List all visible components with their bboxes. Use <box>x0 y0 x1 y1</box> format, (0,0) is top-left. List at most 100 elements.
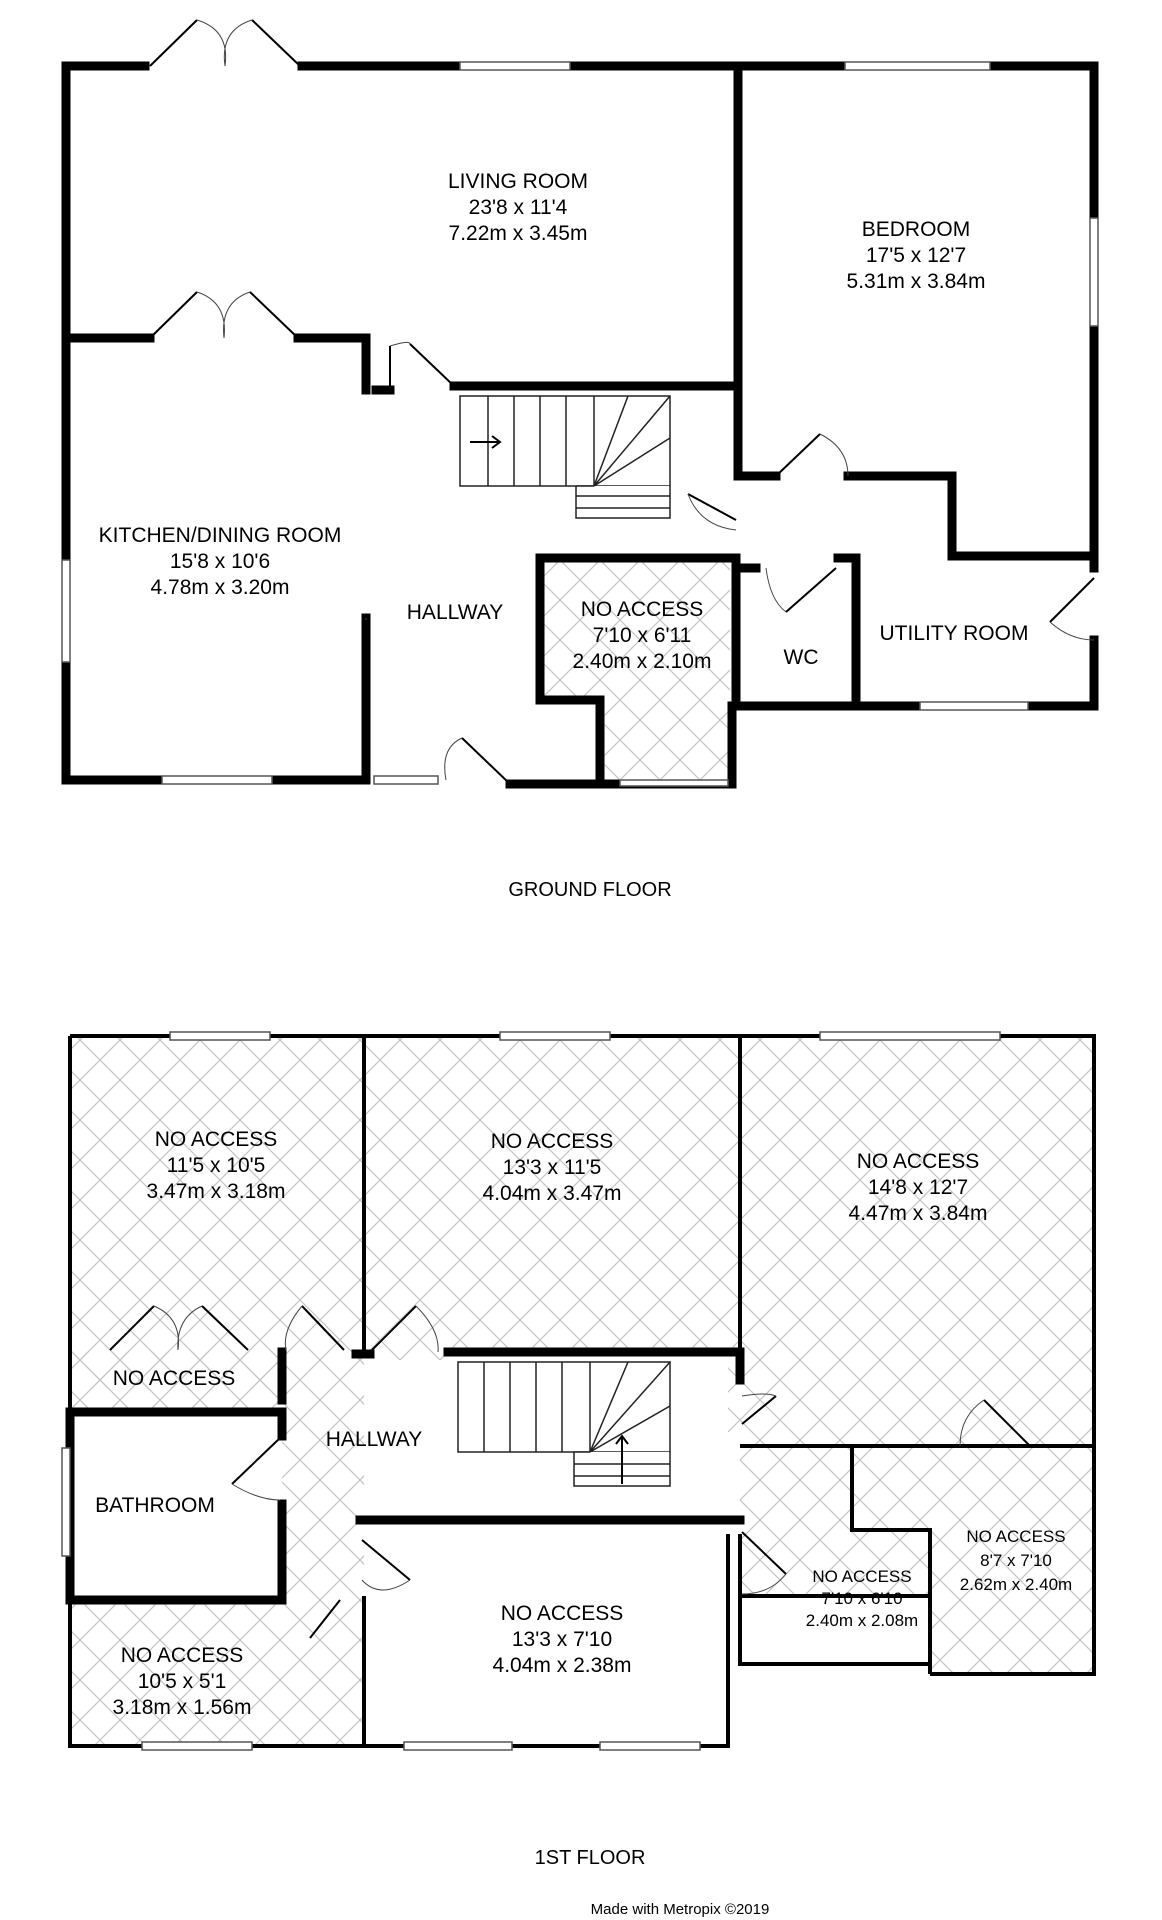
french-door <box>149 19 301 67</box>
bedroom-imperial: 17'5 x 12'7 <box>866 244 966 267</box>
door <box>687 493 737 521</box>
staircase <box>457 1361 671 1487</box>
door <box>983 1399 1031 1447</box>
window <box>61 559 71 663</box>
window <box>919 701 1029 711</box>
credit: Made with Metropix ©2019 <box>591 1901 770 1918</box>
na5-name: NO ACCESS <box>501 1602 624 1625</box>
staircase <box>459 395 671 519</box>
na1-imperial: 11'5 x 10'5 <box>167 1154 266 1177</box>
door-swing <box>389 341 411 347</box>
living-room-name: LIVING ROOM <box>448 170 588 193</box>
na2-imperial: 13'3 x 11'5 <box>503 1156 602 1179</box>
na5-imperial: 13'3 x 7'10 <box>512 1628 612 1651</box>
no-access-imperial: 7'10 x 6'11 <box>593 624 692 647</box>
first-floor: NO ACCESS 11'5 x 10'5 3.47m x 3.18m NO A… <box>61 1031 1096 1869</box>
na6-imperial: 7'10 x 6'10 <box>821 1589 902 1608</box>
door-swing <box>741 1393 777 1397</box>
window <box>1089 217 1099 327</box>
window <box>169 1031 271 1041</box>
na2-name: NO ACCESS <box>491 1130 614 1153</box>
window <box>61 1447 71 1557</box>
door <box>741 1395 777 1425</box>
door-swing <box>284 1305 439 1353</box>
door <box>741 1531 787 1575</box>
no-access-hatch <box>70 1036 1094 1746</box>
na-small-name: NO ACCESS <box>113 1367 236 1390</box>
door-swing <box>231 1483 281 1501</box>
door-swing <box>196 291 251 339</box>
door <box>389 343 455 390</box>
door <box>775 433 821 477</box>
wall <box>293 333 371 395</box>
wall <box>61 61 371 785</box>
na6-name: NO ACCESS <box>812 1567 911 1586</box>
door <box>231 1437 281 1485</box>
na5-metric: 4.04m x 2.38m <box>493 1654 632 1677</box>
na1-metric: 3.47m x 3.18m <box>147 1180 286 1203</box>
front-door <box>461 737 511 785</box>
door-swing <box>153 1305 203 1351</box>
door <box>1049 577 1095 623</box>
wall <box>843 471 1099 561</box>
ground-floor-label: GROUND FLOOR <box>508 879 671 901</box>
door-swing <box>196 19 253 67</box>
na4-metric: 3.18m x 1.56m <box>113 1696 252 1719</box>
na4-name: NO ACCESS <box>121 1644 244 1667</box>
no-access-name: NO ACCESS <box>581 598 704 621</box>
window <box>619 779 729 787</box>
na7-name: NO ACCESS <box>966 1527 1065 1546</box>
door <box>785 567 837 613</box>
wall <box>65 1407 287 1441</box>
window <box>819 1031 1001 1041</box>
door-swing <box>444 737 463 781</box>
living-room-imperial: 23'8 x 11'4 <box>469 196 568 219</box>
no-access-hatch <box>70 1352 282 1390</box>
window <box>403 1741 513 1751</box>
window <box>844 61 991 71</box>
door-swing <box>687 493 737 531</box>
wall <box>833 553 861 711</box>
window <box>459 61 571 71</box>
wall <box>850 1446 932 1674</box>
window <box>373 775 439 785</box>
na3-name: NO ACCESS <box>857 1150 980 1173</box>
na6-metric: 2.40m x 2.08m <box>806 1611 918 1630</box>
door-swing <box>819 433 849 477</box>
wall <box>68 1036 730 1748</box>
kitchen-name: KITCHEN/DINING ROOM <box>99 524 342 547</box>
door-swing <box>765 567 787 613</box>
window <box>499 1031 611 1041</box>
door-swing <box>1049 621 1095 641</box>
wall <box>443 1347 745 1385</box>
wall <box>733 61 781 481</box>
door <box>361 1539 411 1581</box>
utility-name: UTILITY ROOM <box>880 622 1029 645</box>
wall <box>535 695 605 789</box>
no-access-metric: 2.40m x 2.10m <box>573 650 712 673</box>
door-swing <box>361 1579 411 1591</box>
kitchen-imperial: 15'8 x 10'6 <box>170 550 270 573</box>
na3-metric: 4.47m x 3.84m <box>849 1202 988 1225</box>
first-floor-label: 1ST FLOOR <box>535 1847 646 1869</box>
window <box>161 775 273 785</box>
door <box>301 1305 417 1351</box>
french-door <box>149 291 299 339</box>
door-swing <box>741 1573 787 1595</box>
ground-floor: LIVING ROOM 23'8 x 11'4 7.22m x 3.45m BE… <box>61 19 1099 901</box>
na4-imperial: 10'5 x 5'1 <box>138 1670 227 1693</box>
hallway-name: HALLWAY <box>407 601 503 624</box>
wc-name: WC <box>784 646 819 669</box>
na3-imperial: 14'8 x 12'7 <box>868 1176 968 1199</box>
living-room-metric: 7.22m x 3.45m <box>449 222 588 245</box>
bedroom-name: BEDROOM <box>862 218 971 241</box>
door <box>309 1599 341 1639</box>
hallway-name: HALLWAY <box>326 1428 422 1451</box>
kitchen-metric: 4.78m x 3.20m <box>151 576 290 599</box>
window <box>599 1741 701 1751</box>
wall <box>297 61 1099 573</box>
door-swing <box>959 1399 985 1447</box>
bedroom-metric: 5.31m x 3.84m <box>847 270 986 293</box>
bathroom-name: BATHROOM <box>95 1494 215 1517</box>
